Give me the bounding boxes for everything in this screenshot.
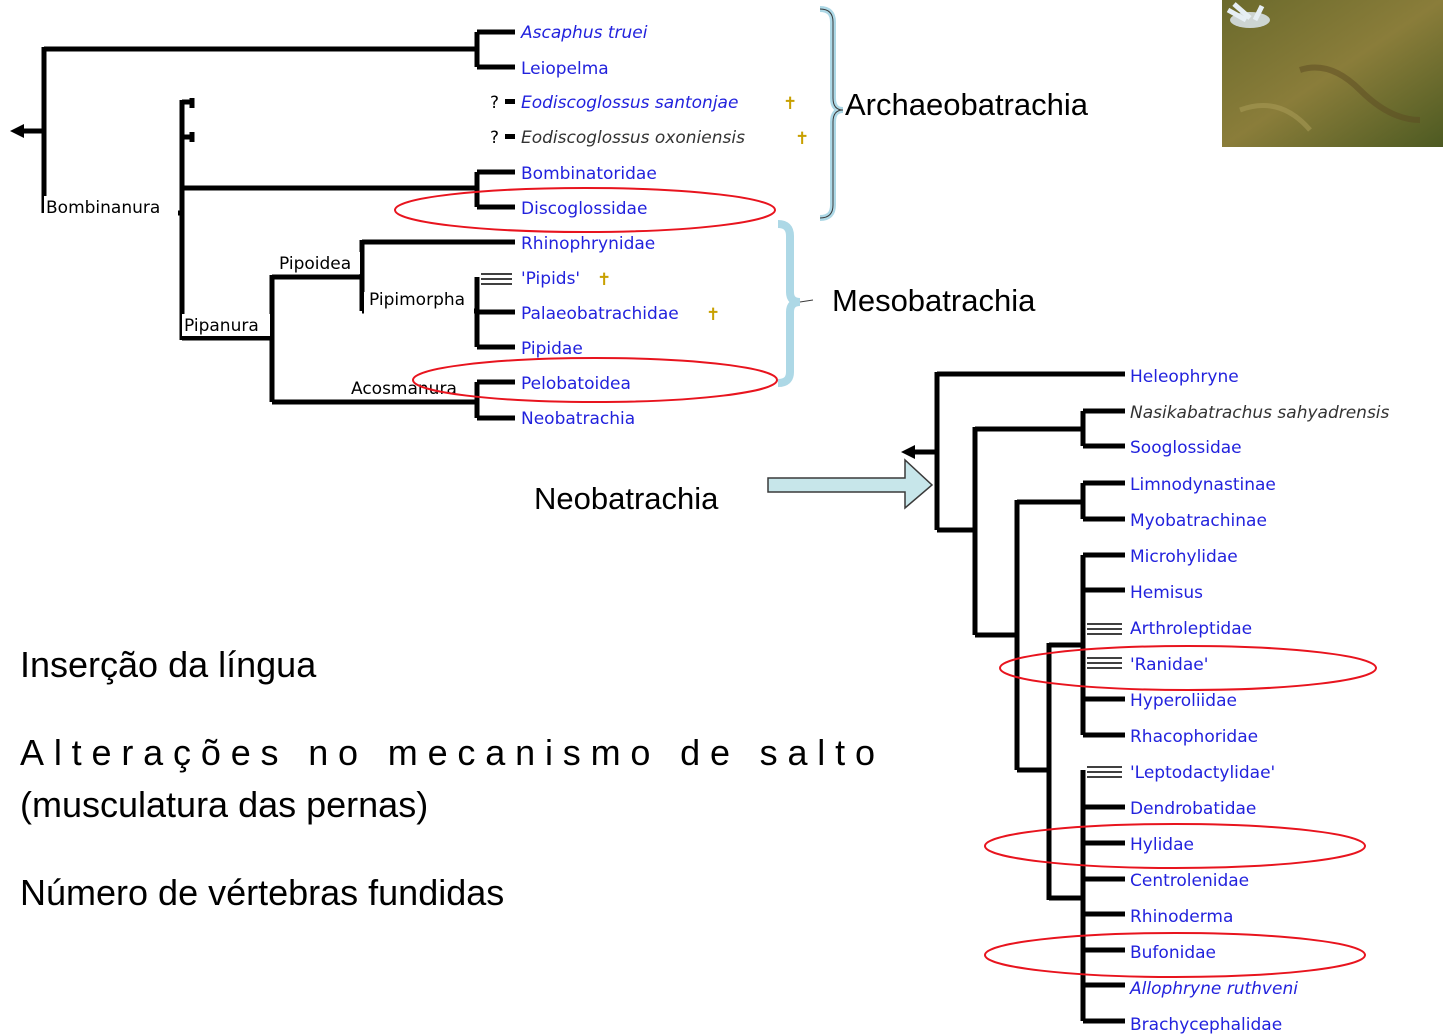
highlight-ranidae <box>999 645 1377 691</box>
neobatrachia-arrow-icon <box>767 458 934 510</box>
archaeobatrachia-bracket <box>819 6 844 221</box>
taxon-microhylidae[interactable]: Microhylidae <box>1130 547 1238 567</box>
mesobatrachia-bracket <box>777 220 801 387</box>
taxon-ranidae[interactable]: 'Ranidae' <box>1130 655 1208 675</box>
taxon-bufonidae[interactable]: Bufonidae <box>1130 943 1216 963</box>
frog-photo <box>1222 0 1443 147</box>
group-archaeobatrachia: Archaeobatrachia <box>845 87 1089 122</box>
clade-acosmanura: Acosmanura <box>351 379 457 399</box>
taxon-leiopelma[interactable]: Leiopelma <box>521 59 609 79</box>
upper-tree: Ascaphus truei Leiopelma ? Eodiscoglossu… <box>10 23 809 429</box>
group-mesobatrachia: Mesobatrachia <box>832 283 1036 318</box>
taxon-palaeobatrachidae[interactable]: Palaeobatrachidae <box>521 304 679 324</box>
taxon-rhacophoridae[interactable]: Rhacophoridae <box>1130 727 1258 747</box>
root-arrow-icon <box>10 124 24 138</box>
taxon-centrolenidae[interactable]: Centrolenidae <box>1130 871 1249 891</box>
root-arrow-icon <box>901 445 915 459</box>
clade-pipimorpha: Pipimorpha <box>369 290 465 310</box>
highlight-pelobatoidea <box>412 357 778 403</box>
taxon-eodiscoglossus-oxoniensis: Eodiscoglossus oxoniensis <box>521 128 745 148</box>
clade-pipanura: Pipanura <box>184 316 259 336</box>
highlight-discoglossidae <box>394 187 776 233</box>
taxon-allophryne[interactable]: Allophryne ruthveni <box>1129 979 1298 999</box>
bullet-fused-vertebrae: Número de vértebras fundidas <box>20 872 504 913</box>
taxon-brachycephalidae[interactable]: Brachycephalidae <box>1130 1015 1282 1034</box>
uncertain-mark: ? <box>490 128 499 148</box>
lower-tree: Heleophryne Nasikabatrachus sahyadrensis… <box>901 367 1390 1034</box>
taxon-rhinophrynidae[interactable]: Rhinophrynidae <box>521 234 655 254</box>
clade-pipoidea: Pipoidea <box>279 254 351 274</box>
highlight-ellipses <box>394 187 1377 978</box>
taxon-hyperoliidae[interactable]: Hyperoliidae <box>1130 691 1237 711</box>
taxon-bombinatoridae[interactable]: Bombinatoridae <box>521 164 657 184</box>
extinct-cross-icon: ✝ <box>795 129 809 149</box>
bullet-jump-mechanism: Alterações no mecanismo de salto <box>20 732 875 773</box>
taxon-pipids[interactable]: 'Pipids' <box>521 269 580 289</box>
taxon-dendrobatidae[interactable]: Dendrobatidae <box>1130 799 1256 819</box>
taxon-leptodactylidae[interactable]: 'Leptodactylidae' <box>1130 763 1275 783</box>
extinct-cross-icon: ✝ <box>783 94 797 114</box>
bullet-tongue-insertion: Inserção da língua <box>20 644 317 685</box>
taxon-hylidae[interactable]: Hylidae <box>1130 835 1194 855</box>
label-neobatrachia: Neobatrachia <box>534 481 719 516</box>
taxon-sooglossidae[interactable]: Sooglossidae <box>1130 438 1242 458</box>
extinct-cross-icon: ✝ <box>706 305 720 325</box>
clade-bombinanura: Bombinanura <box>46 198 160 218</box>
bullet-jump-mechanism-detail: (musculatura das pernas) <box>20 784 428 825</box>
taxon-nasikabatrachus: Nasikabatrachus sahyadrensis <box>1130 403 1390 423</box>
taxon-discoglossidae[interactable]: Discoglossidae <box>521 199 647 219</box>
taxon-limnodynastinae[interactable]: Limnodynastinae <box>1130 475 1276 495</box>
taxon-hemisus[interactable]: Hemisus <box>1130 583 1203 603</box>
highlight-bufonidae <box>984 932 1366 978</box>
extinct-cross-icon: ✝ <box>597 270 611 290</box>
taxon-myobatrachinae[interactable]: Myobatrachinae <box>1130 511 1267 531</box>
taxon-pelobatoidea[interactable]: Pelobatoidea <box>521 374 631 394</box>
uncertain-mark: ? <box>490 93 499 113</box>
taxon-ascaphus[interactable]: Ascaphus truei <box>520 23 648 43</box>
taxon-heleophryne[interactable]: Heleophryne <box>1130 367 1239 387</box>
taxon-pipidae[interactable]: Pipidae <box>521 339 583 359</box>
highlight-hylidae <box>984 823 1366 869</box>
taxon-neobatrachia[interactable]: Neobatrachia <box>521 409 635 429</box>
taxon-arthroleptidae[interactable]: Arthroleptidae <box>1130 619 1252 639</box>
taxon-eodiscoglossus-santonjae[interactable]: Eodiscoglossus santonjae <box>521 93 738 113</box>
taxon-rhinoderma[interactable]: Rhinoderma <box>1130 907 1233 927</box>
